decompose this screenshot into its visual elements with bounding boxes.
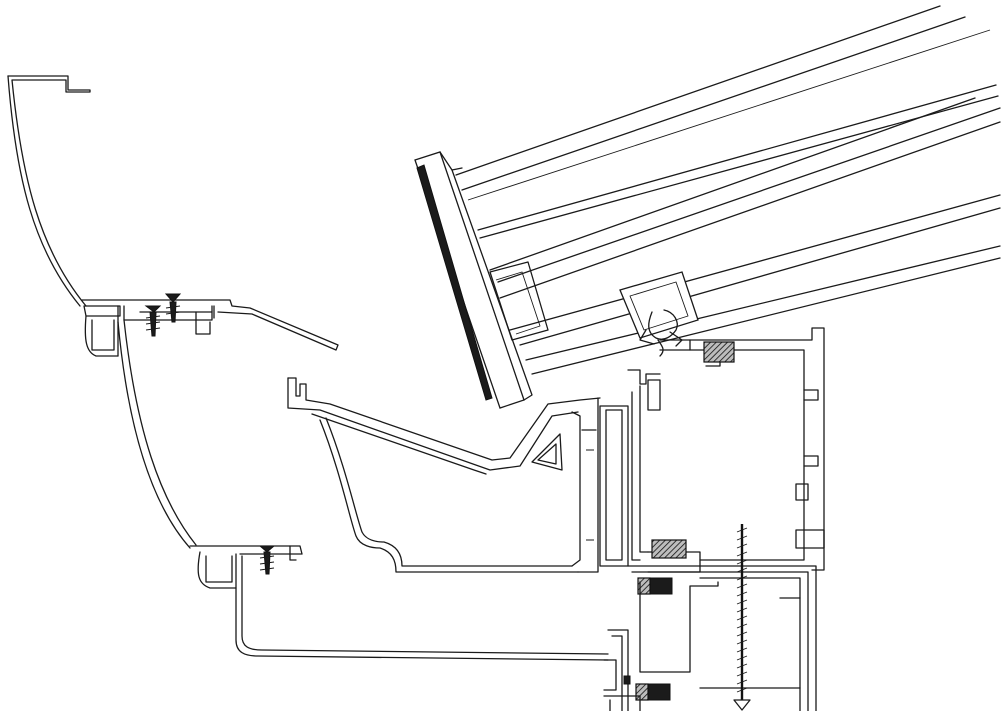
- roof-glazing-panel: [414, 5, 1001, 409]
- eaves-beam-frame: [599, 327, 825, 573]
- glazing-clip: [619, 271, 699, 357]
- cornice-lower-bracket: [189, 545, 609, 661]
- ring-beam: [627, 565, 817, 711]
- lower-frame: [603, 629, 641, 711]
- cornice-cover: [7, 75, 339, 549]
- gutter-profile: [287, 377, 601, 573]
- fixing-screws: [144, 293, 276, 575]
- thermal-breaks: [635, 341, 735, 701]
- structural-screw: [733, 524, 751, 711]
